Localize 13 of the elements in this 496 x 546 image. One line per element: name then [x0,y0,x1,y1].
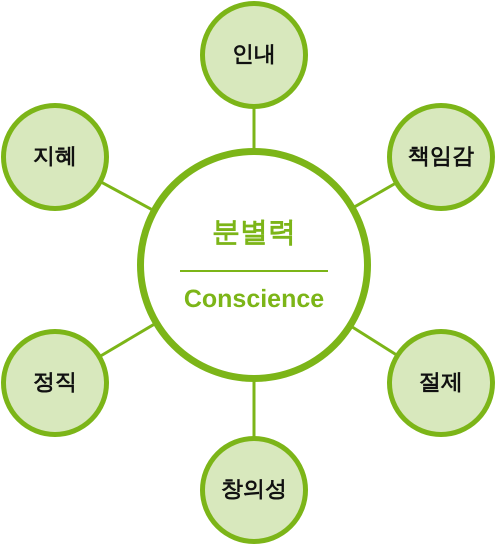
connector-line [352,182,397,209]
connector-line [98,322,156,358]
node-label: 창의성 [221,478,287,502]
center-subtitle: Conscience [184,286,324,314]
connector-line [252,380,256,438]
node-label: 지혜 [33,144,77,170]
connector-line [252,107,256,150]
connector-line [100,180,154,212]
node-label: 책임감 [408,144,474,170]
node-label: 인내 [232,42,276,68]
node-label: 절제 [419,370,463,396]
center-title: 분별력 [212,216,296,248]
node-label: 정직 [33,370,77,396]
